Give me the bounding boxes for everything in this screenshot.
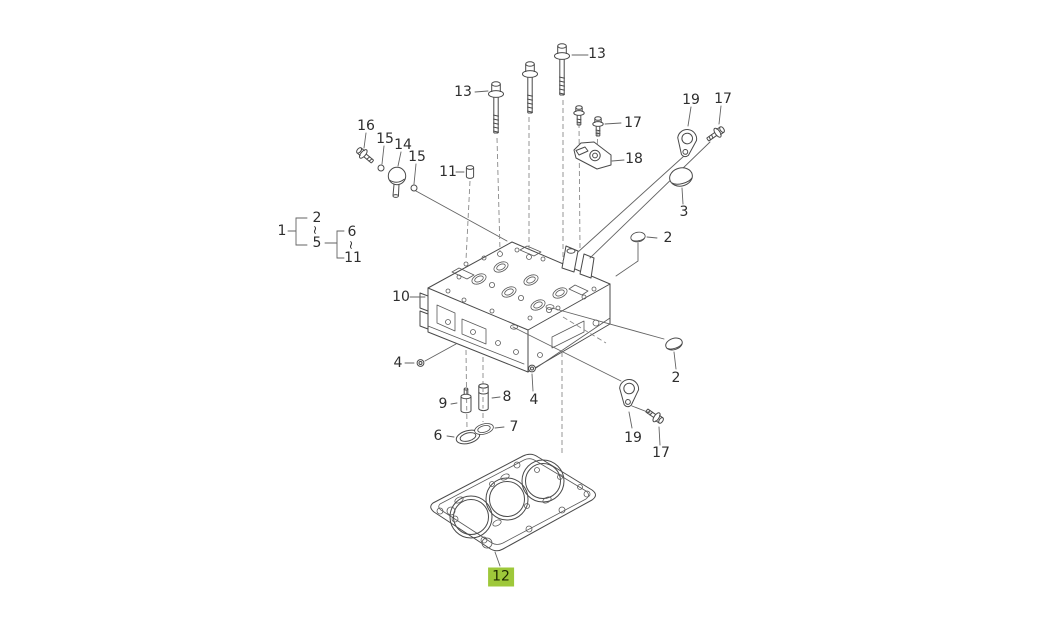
legend-brackets bbox=[287, 217, 345, 259]
bracket-screw bbox=[573, 105, 585, 126]
head-bolt-13-right bbox=[554, 43, 570, 96]
bolt-17-top bbox=[592, 116, 604, 137]
callout-16[interactable]: 16 bbox=[357, 118, 375, 134]
callout-17-a[interactable]: 17 bbox=[624, 115, 642, 131]
callout-17-c[interactable]: 17 bbox=[652, 445, 670, 461]
callout-4-b[interactable]: 4 bbox=[529, 392, 539, 408]
leader-lines bbox=[363, 54, 722, 567]
callout-13-a[interactable]: 13 bbox=[588, 46, 606, 62]
callout-17-b[interactable]: 17 bbox=[714, 91, 732, 107]
callout-10[interactable]: 10 bbox=[392, 289, 410, 305]
callout-6[interactable]: 6 bbox=[433, 428, 443, 444]
cup-plug-2-right bbox=[663, 335, 685, 353]
legend-2[interactable]: 2 bbox=[312, 210, 322, 226]
callout-3[interactable]: 3 bbox=[679, 204, 689, 220]
valve-guide-8 bbox=[478, 383, 489, 412]
alignment-dashed-lines bbox=[465, 100, 607, 455]
callout-14[interactable]: 14 bbox=[394, 137, 412, 153]
callout-9[interactable]: 9 bbox=[438, 396, 448, 412]
bolt-17-bottom bbox=[643, 405, 667, 427]
legend-tilde-a: ~ bbox=[308, 224, 322, 236]
legend-tilde-b: ~ bbox=[344, 239, 358, 251]
lifting-eyelet-19-top bbox=[674, 127, 699, 159]
stud-4-right bbox=[528, 364, 536, 373]
valve-guide-9 bbox=[460, 387, 472, 414]
callout-7[interactable]: 7 bbox=[509, 419, 519, 435]
o-ring-15-b bbox=[410, 184, 418, 192]
callout-15-b[interactable]: 15 bbox=[408, 149, 426, 165]
callout-19-a[interactable]: 19 bbox=[682, 92, 700, 108]
stud-4-left bbox=[416, 359, 425, 367]
callout-15-a[interactable]: 15 bbox=[376, 131, 394, 147]
cylinder-head-10 bbox=[419, 241, 611, 373]
callout-8[interactable]: 8 bbox=[502, 389, 512, 405]
callout-13-b[interactable]: 13 bbox=[454, 84, 472, 100]
callout-18[interactable]: 18 bbox=[625, 151, 643, 167]
lifting-eyelet-19-bottom bbox=[617, 378, 640, 409]
callout-4-a[interactable]: 4 bbox=[393, 355, 403, 371]
callout-19-b[interactable]: 19 bbox=[624, 430, 642, 446]
head-bolt-13-left bbox=[488, 81, 504, 134]
callout-2-a[interactable]: 2 bbox=[663, 230, 673, 246]
legend-11[interactable]: 11 bbox=[344, 250, 362, 266]
head-gasket-12 bbox=[430, 453, 596, 552]
legend-6[interactable]: 6 bbox=[347, 224, 357, 240]
cup-plug-3 bbox=[669, 167, 693, 187]
lifting-bracket-18 bbox=[573, 141, 612, 170]
callout-11-a[interactable]: 11 bbox=[439, 164, 457, 180]
cup-plug-2-top bbox=[629, 230, 647, 244]
breather-fitting-14 bbox=[387, 166, 407, 198]
callout-12[interactable]: 12 bbox=[488, 567, 514, 587]
callout-2-b[interactable]: 2 bbox=[671, 370, 681, 386]
legend-5[interactable]: 5 bbox=[312, 235, 322, 251]
o-ring-15-a bbox=[377, 164, 385, 172]
fitting-bolt-16 bbox=[353, 144, 377, 167]
bolt-17-right bbox=[704, 123, 728, 145]
head-bolt-13-middle bbox=[522, 61, 538, 114]
cap-11 bbox=[465, 165, 475, 179]
legend-1[interactable]: 1 bbox=[277, 223, 287, 239]
